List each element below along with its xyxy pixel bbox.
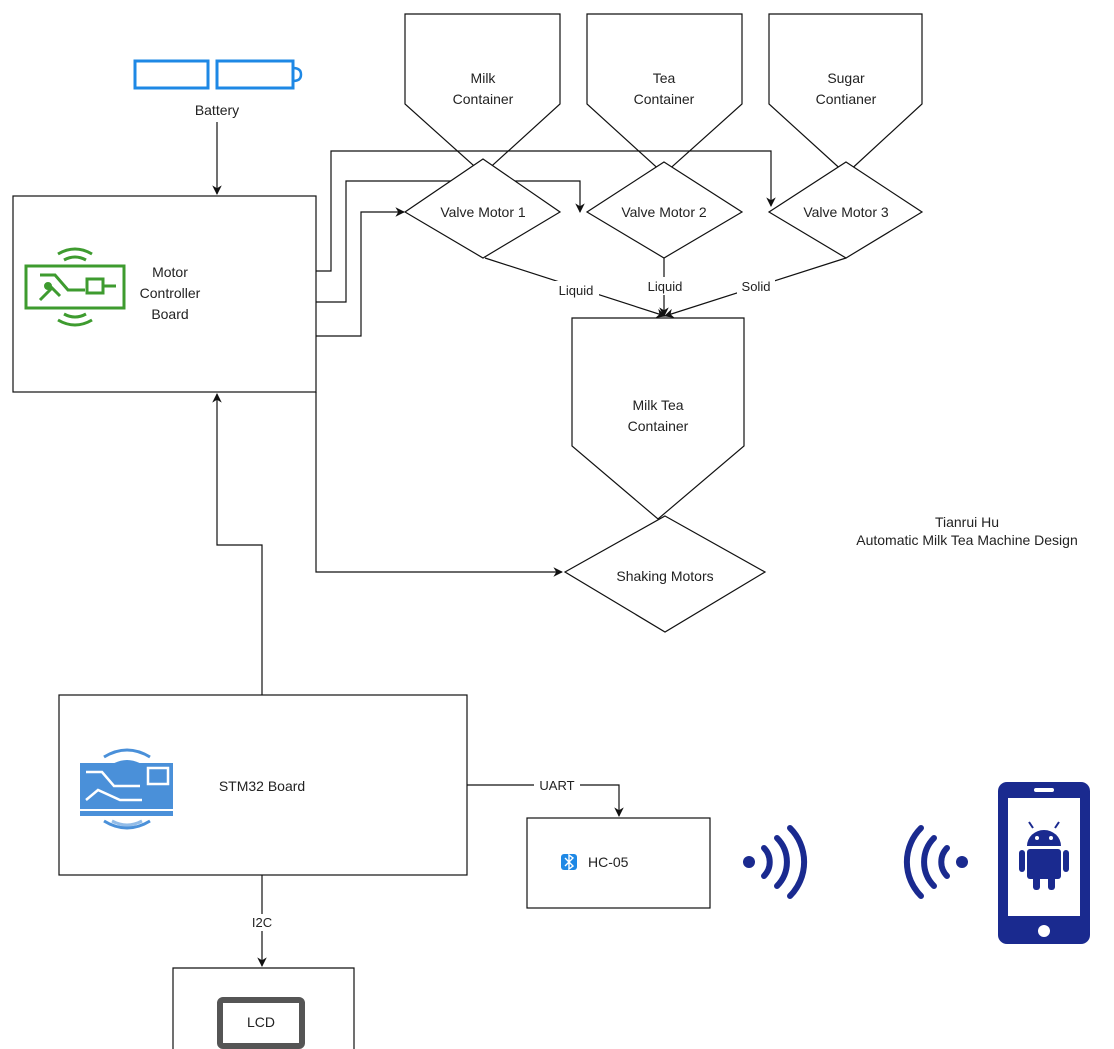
milk-tea-label-1: Milk Tea — [632, 397, 683, 413]
motor-controller-box — [12, 195, 317, 393]
milk-tea-label-2: Container — [628, 418, 689, 434]
shaking-motors-label: Shaking Motors — [616, 568, 713, 584]
controller-to-valve2-edge — [316, 180, 585, 303]
stm32-label: STM32 Board — [219, 778, 305, 794]
wireless-signal-icon — [903, 825, 968, 899]
credit-block: Tianrui Hu Automatic Milk Tea Machine De… — [820, 513, 1114, 549]
sugar-container-shape — [768, 13, 923, 175]
uart-label: UART — [539, 778, 574, 793]
battery-label: Battery — [195, 102, 239, 118]
valve-motor-1-shape — [403, 158, 562, 259]
lcd-label: LCD — [247, 1014, 275, 1030]
lcd-box — [172, 967, 355, 1049]
tea-container-shape — [586, 13, 743, 175]
controller-to-valve1-edge — [316, 207, 405, 337]
design-title: Automatic Milk Tea Machine Design — [856, 532, 1078, 548]
stm32-to-controller-edge — [212, 393, 263, 695]
milk-tea-container-shape — [571, 317, 745, 520]
valve-motor-2-label: Valve Motor 2 — [621, 204, 707, 220]
controller-to-valve3-edge — [316, 150, 776, 272]
controller-to-shaking-edge — [315, 392, 563, 577]
battery-icon — [133, 59, 303, 90]
controller-label-1: Motor — [152, 264, 188, 280]
controller-label-3: Board — [151, 306, 188, 322]
monitor-icon — [217, 997, 305, 1049]
solid-flow-label: Solid — [742, 279, 771, 294]
milk-container-label-2: Container — [453, 91, 514, 107]
hc05-label: HC-05 — [588, 854, 629, 870]
liquid-flow-label-1: Liquid — [559, 283, 594, 298]
tea-container-label-2: Container — [634, 91, 695, 107]
i2c-label: I2C — [252, 915, 272, 930]
android-phone-icon — [998, 782, 1090, 944]
sugar-container-label-2: Contianer — [816, 91, 877, 107]
wireless-signal-icon — [743, 825, 808, 899]
circuit-board-icon — [24, 247, 126, 327]
valve-motor-1-label: Valve Motor 1 — [440, 204, 526, 220]
stm32-to-hc05-edge — [467, 784, 624, 817]
hc05-box — [526, 817, 711, 909]
bluetooth-icon — [561, 853, 577, 871]
circuit-board-icon — [80, 748, 173, 830]
sugar-container-label-1: Sugar — [827, 70, 865, 86]
liquid-flow-label-2: Liquid — [648, 279, 683, 294]
milk-container-shape — [404, 13, 561, 175]
shaking-motors-shape — [563, 515, 767, 633]
controller-label-2: Controller — [140, 285, 201, 301]
tea-container-label-1: Tea — [653, 70, 676, 86]
author-name: Tianrui Hu — [934, 514, 1000, 530]
valve-motor-3-label: Valve Motor 3 — [803, 204, 889, 220]
milk-container-label-1: Milk — [471, 70, 497, 86]
